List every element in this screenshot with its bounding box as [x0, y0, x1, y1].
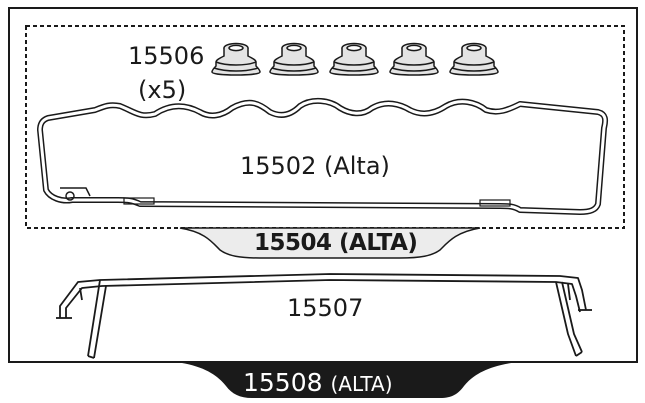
seal-quantity: (x5): [138, 76, 187, 104]
inner-tab-shape: [179, 227, 481, 259]
inner-tab-label: 15504 (ALTA): [254, 230, 418, 256]
seal-4: [389, 42, 439, 76]
seal-3: [329, 42, 379, 76]
outer-frame-border: [8, 7, 638, 363]
frame-label: 15507: [287, 294, 364, 322]
seal-part-number: 15506: [128, 42, 205, 70]
seal-5: [449, 42, 499, 76]
outer-tab-suffix: (ALTA): [330, 372, 393, 396]
seal-2: [269, 42, 319, 76]
outer-tab-shape: [176, 362, 518, 398]
gasket-15502: [37, 98, 609, 215]
frame-15507: [56, 273, 592, 359]
outer-tab-label: 15508 (ALTA): [243, 370, 393, 395]
seals-15506: [211, 42, 499, 76]
gasket-label: 15502 (Alta): [240, 152, 390, 180]
seal-1: [211, 42, 261, 76]
outer-tab-number: 15508: [243, 368, 323, 397]
